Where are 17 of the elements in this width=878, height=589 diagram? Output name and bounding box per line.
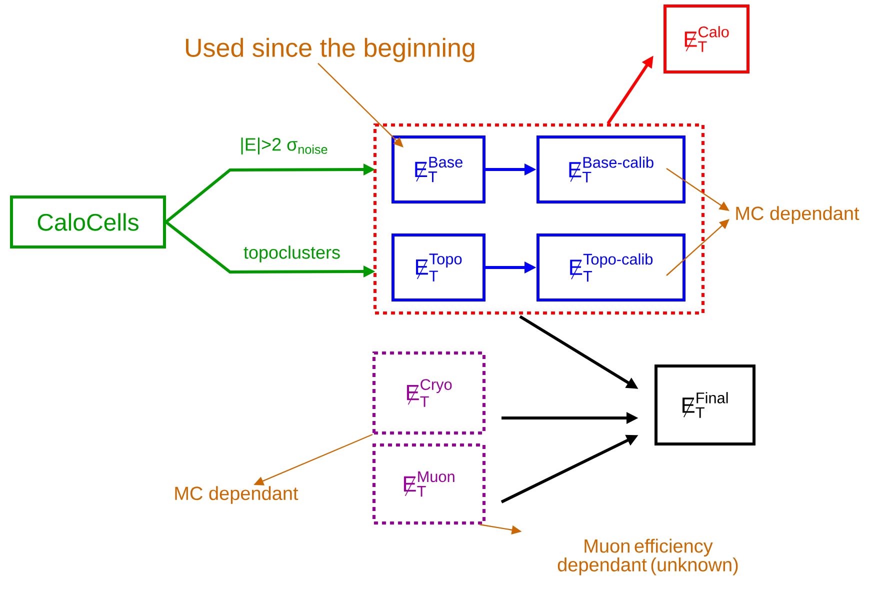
edge-label: topoclusters bbox=[242, 244, 342, 264]
process-box: $\not\mathrel{\text{E}}_{\text{T}}^{\text{Final}}$ bbox=[654, 364, 756, 446]
group-box bbox=[374, 124, 704, 314]
annotation-text: Used since the beginning bbox=[186, 38, 474, 62]
process-box: CaloCells bbox=[10, 196, 166, 248]
edge-label: |E|>2 σ$_{noise}$ bbox=[238, 136, 330, 156]
annotation-text: MC dependant bbox=[175, 486, 298, 504]
process-box: $\not\mathrel{\text{E}}_{\text{T}}^{\text{Topo}}$ bbox=[392, 234, 486, 302]
annotation-text: Muon efficiency dependant (unknown) bbox=[558, 538, 738, 576]
leader-line bbox=[318, 62, 404, 148]
group-box: $\not\mathrel{\text{E}}_{\text{T}}^{\text{Muon}}$ bbox=[372, 444, 486, 524]
annotation-text: MC dependant bbox=[736, 206, 860, 224]
process-box: $\not\mathrel{\text{E}}_{\text{T}}^{\text{Topo-calib}}$ bbox=[536, 234, 686, 302]
process-box: $\not\mathrel{\text{E}}_{\text{T}}^{\text{Base}}$ bbox=[392, 136, 486, 204]
process-box: $\not\mathrel{\text{E}}_{\text{T}}^{\text{Base-calib}}$ bbox=[536, 136, 686, 204]
group-box: $\not\mathrel{\text{E}}_{\text{T}}^{\text{Cryo}}$ bbox=[372, 352, 486, 434]
process-box: $\not\mathrel{\text{E}}_{\text{T}}^{\text{Calo}}$ bbox=[664, 4, 750, 74]
